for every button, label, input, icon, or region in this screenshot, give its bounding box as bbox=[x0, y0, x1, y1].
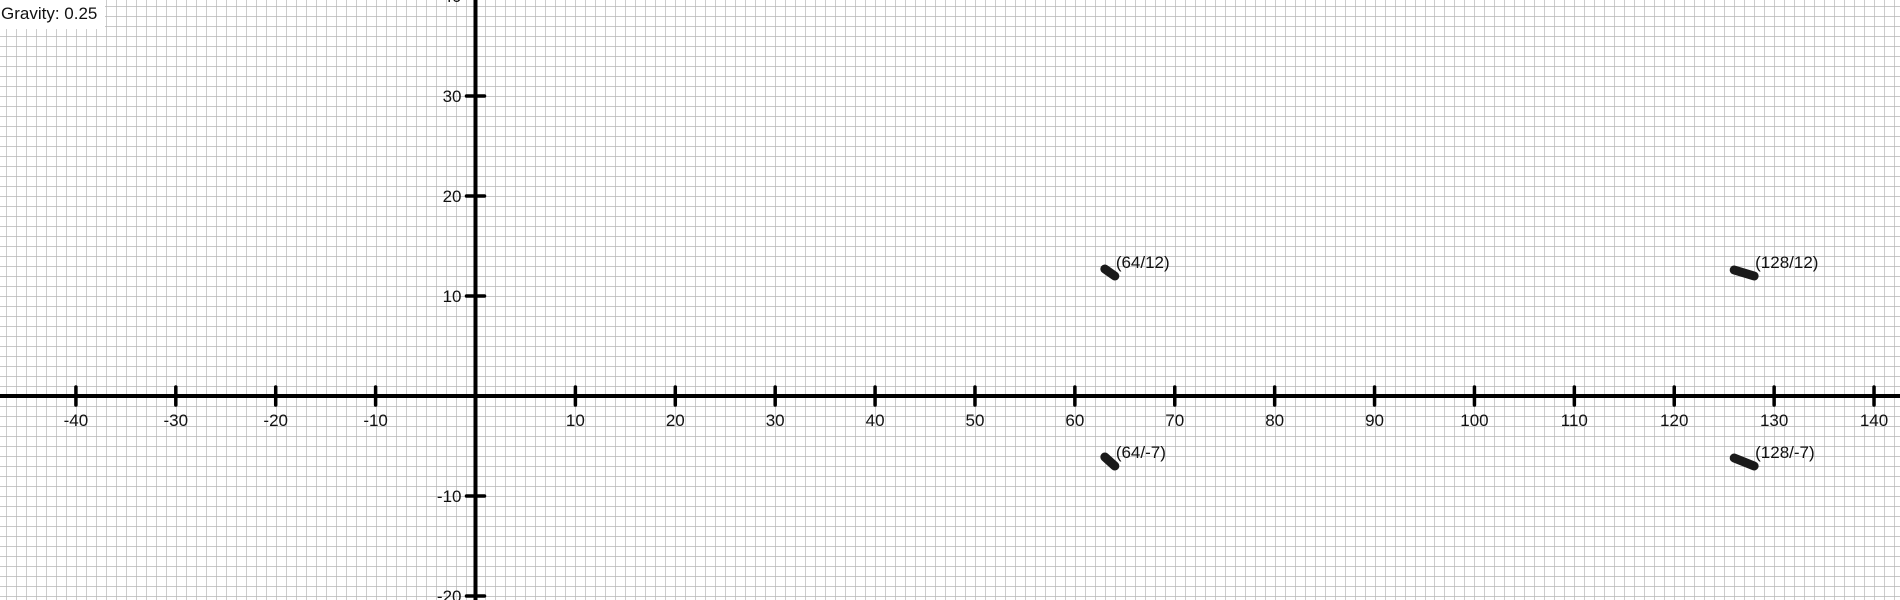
x-tick-label: 60 bbox=[1065, 411, 1084, 430]
x-tick-label: 30 bbox=[766, 411, 785, 430]
x-tick-label: 70 bbox=[1165, 411, 1184, 430]
marker-label: (128/-7) bbox=[1755, 443, 1815, 462]
x-tick-label: 130 bbox=[1760, 411, 1788, 430]
marker-bar bbox=[1100, 264, 1120, 281]
x-tick-label: 140 bbox=[1860, 411, 1888, 430]
marker-bar bbox=[1729, 265, 1759, 281]
y-tick-label: 40 bbox=[443, 0, 462, 6]
y-tick-label: 20 bbox=[443, 187, 462, 206]
y-tick-label: -20 bbox=[437, 587, 462, 600]
x-tick-label: 20 bbox=[666, 411, 685, 430]
x-tick-label: 100 bbox=[1460, 411, 1488, 430]
marker: (128/12) bbox=[1729, 253, 1818, 281]
marker-bar bbox=[1100, 452, 1120, 471]
gravity-readout: Gravity: 0.25 bbox=[0, 0, 106, 29]
marker-label: (128/12) bbox=[1755, 253, 1818, 272]
marker: (128/-7) bbox=[1729, 443, 1815, 471]
marker-label: (64/-7) bbox=[1116, 443, 1166, 462]
y-tick-label: -10 bbox=[437, 487, 462, 506]
axis-ticks: -40 -30 -20 -10 10 20 30 40 50 60 70 80 90 100 110 120 1… bbox=[64, 0, 1889, 600]
y-tick-label: 30 bbox=[443, 87, 462, 106]
marker: (64/12) bbox=[1100, 253, 1170, 281]
x-tick-label: -40 bbox=[64, 411, 89, 430]
x-tick-label: 10 bbox=[566, 411, 585, 430]
marker: (64/-7) bbox=[1100, 443, 1166, 471]
y-tick-label: 10 bbox=[443, 287, 462, 306]
gravity-label: Gravity: 0.25 bbox=[1, 4, 98, 23]
x-tick-label: -20 bbox=[263, 411, 288, 430]
x-tick-label: 120 bbox=[1660, 411, 1688, 430]
x-tick-label: 110 bbox=[1561, 411, 1588, 430]
markers: (64/12) (128/12) (64/-7) (128/-7) bbox=[1100, 253, 1818, 471]
marker-label: (64/12) bbox=[1116, 253, 1170, 272]
x-tick-label: -10 bbox=[363, 411, 388, 430]
x-tick-label: 40 bbox=[866, 411, 885, 430]
x-tick-label: 90 bbox=[1365, 411, 1384, 430]
marker-bar bbox=[1729, 453, 1759, 471]
x-tick-label: 80 bbox=[1265, 411, 1284, 430]
x-tick-label: 50 bbox=[966, 411, 985, 430]
x-tick-label: -30 bbox=[164, 411, 189, 430]
